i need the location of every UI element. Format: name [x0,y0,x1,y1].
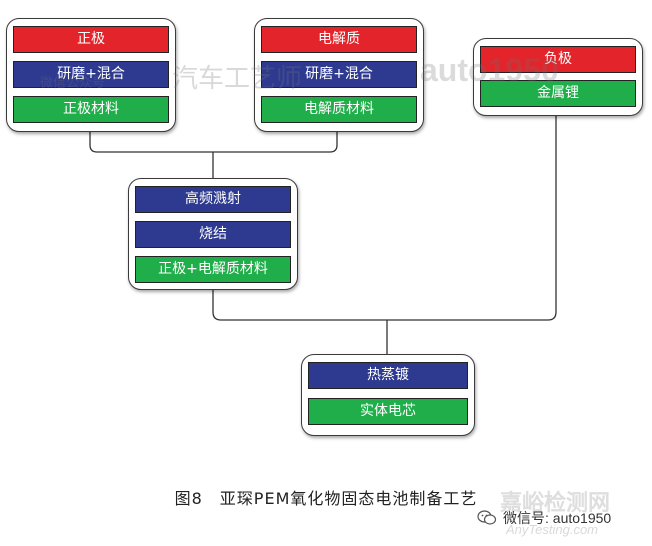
step-rf-sputtering: 高频溅射 [135,186,291,213]
sputter-sinter-group: 高频溅射 烧结 正极+电解质材料 [128,178,298,290]
negative-electrode-group: 负极 金属锂 [473,38,643,116]
step-grind-mix-electrolyte: 研磨+混合 [261,61,417,88]
step-grind-mix-positive: 研磨+混合 [13,61,169,88]
step-electrolyte: 电解质 [261,26,417,53]
connector-sputter-down [212,113,557,321]
wechat-account-text: 微信号: auto1950 [503,510,612,526]
positive-electrode-group: 正极 研磨+混合 正极材料 [6,18,176,132]
step-electrolyte-material: 电解质材料 [261,96,417,123]
step-thermal-evaporation: 热蒸镀 [308,362,468,389]
step-positive: 正极 [13,26,169,53]
step-solid-cell: 实体电芯 [308,398,468,425]
step-lithium-metal: 金属锂 [480,80,636,107]
electrolyte-group: 电解质 研磨+混合 电解质材料 [254,18,424,132]
step-sintering: 烧结 [135,221,291,248]
final-cell-group: 热蒸镀 实体电芯 [301,354,475,436]
step-positive-material: 正极材料 [13,96,169,123]
step-positive-electrolyte-material: 正极+电解质材料 [135,256,291,283]
watermark-url: AnyTesting.com [506,522,599,537]
figure-caption: 图8 亚琛PEM氧化物固态电池制备工艺 [174,489,478,508]
watermark-brand: 嘉峪检测网 [500,490,611,515]
wechat-account: 微信号: auto1950 [477,506,611,530]
wechat-icon [477,510,497,526]
step-negative: 负极 [480,46,636,73]
connector-top-bracket [89,132,338,153]
